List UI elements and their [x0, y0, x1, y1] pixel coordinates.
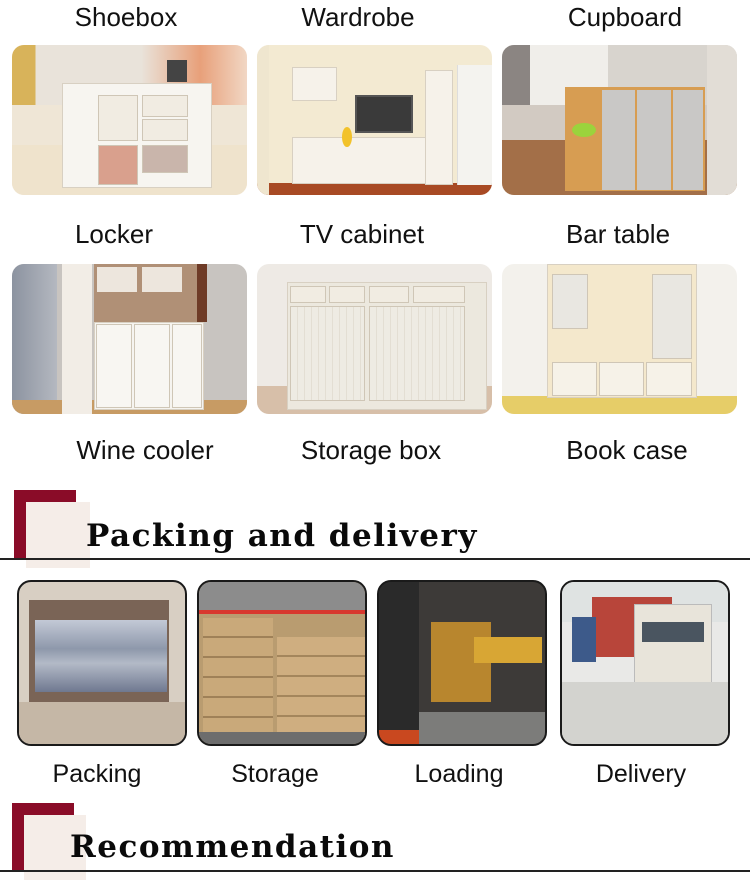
category-label-locker: Locker: [74, 219, 154, 249]
section-divider: [0, 870, 750, 872]
section-title-packing: Packing and delivery: [86, 518, 478, 554]
category-label-shoebox: Shoebox: [74, 2, 178, 32]
category-label-wine-cooler: Wine cooler: [76, 435, 214, 465]
section-header-packing: Packing and delivery: [0, 488, 750, 568]
loading-photo[interactable]: [377, 580, 547, 746]
packing-photo[interactable]: [17, 580, 187, 746]
section-bracket-fill: [24, 815, 86, 880]
category-label-cupboard: Cupboard: [567, 2, 683, 32]
section-title-recommendation: Recommendation: [70, 829, 395, 865]
section-divider: [0, 558, 750, 560]
cupboard-photo[interactable]: [502, 45, 737, 195]
step-label-packing: Packing: [52, 760, 142, 788]
wardrobe-photo[interactable]: [257, 45, 492, 195]
step-label-storage: Storage: [231, 760, 319, 788]
tv-cabinet-photo[interactable]: [257, 264, 492, 414]
category-label-storage-box: Storage box: [300, 435, 442, 465]
category-label-bar-table: Bar table: [565, 219, 671, 249]
category-label-wardrobe: Wardrobe: [301, 2, 415, 32]
storage-photo[interactable]: [197, 580, 367, 746]
delivery-photo[interactable]: [560, 580, 730, 746]
step-label-loading: Loading: [414, 760, 504, 788]
section-header-recommendation: Recommendation: [0, 803, 750, 880]
step-label-delivery: Delivery: [595, 760, 687, 788]
locker-photo[interactable]: [12, 264, 247, 414]
section-bracket-fill: [26, 502, 90, 568]
category-label-book-case: Book case: [566, 435, 688, 465]
category-label-tv-cabinet: TV cabinet: [299, 219, 425, 249]
bar-table-photo[interactable]: [502, 264, 737, 414]
shoebox-photo[interactable]: [12, 45, 247, 195]
